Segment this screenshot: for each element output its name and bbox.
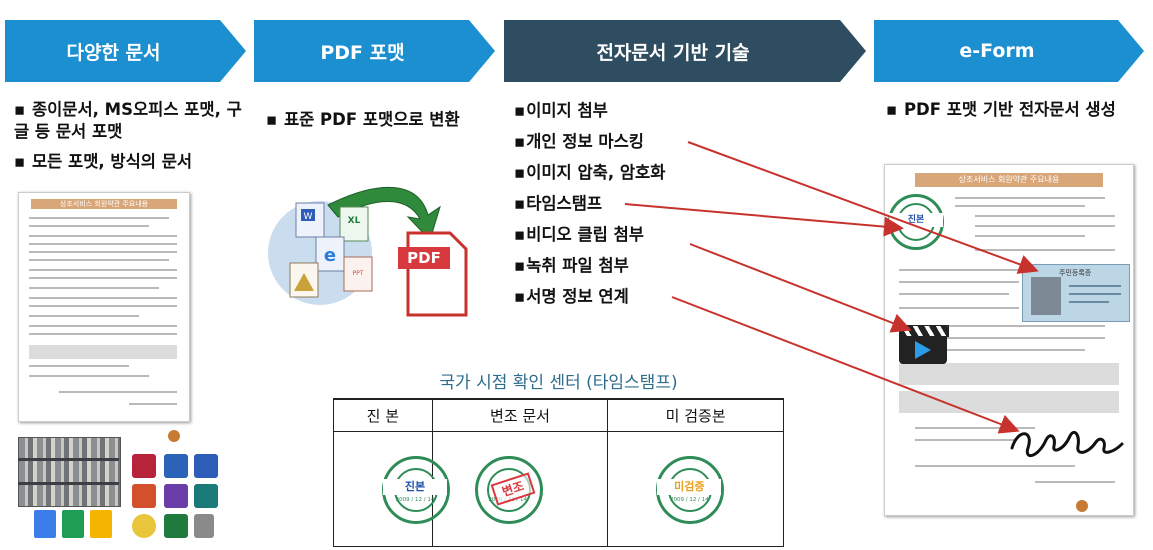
excel-icon <box>164 514 188 538</box>
arrow-signature-to-sign <box>671 296 1020 434</box>
seal-icon <box>168 430 180 442</box>
pdf-conversion-graphic: W XL e PPT PDF <box>268 186 468 317</box>
stamp-cell: 진본 2009 / 12 / 14 <box>333 430 450 547</box>
google-sheets-icon <box>62 510 84 538</box>
doc-title: 상조서비스 회원약관 주요내용 <box>31 199 177 209</box>
bullet-signature: 서명 정보 연계 <box>514 286 629 308</box>
header-original: 진 본 <box>333 398 433 432</box>
header-label: PDF 포맷 <box>320 41 405 64</box>
stamp-cell: 미검증 2009 / 12 / 14 <box>607 430 784 547</box>
svg-text:PPT: PPT <box>353 270 364 277</box>
header-label: 전자문서 기반 기술 <box>596 41 750 64</box>
bullet-all-formats: 모든 포맷, 방식의 문서 <box>14 151 249 173</box>
google-slides-icon <box>90 510 112 538</box>
signature-image <box>1010 430 1124 457</box>
paper-document-image: 상조서비스 회원약관 주요내용 <box>18 192 190 422</box>
play-icon <box>915 341 931 359</box>
svg-text:XL: XL <box>348 216 361 226</box>
svg-text:W: W <box>304 212 313 222</box>
header-eform: e-Form <box>874 20 1144 82</box>
bullet-compress-encrypt: 이미지 압축, 암호화 <box>514 162 665 184</box>
arrow-timestamp-to-stamp <box>624 203 904 237</box>
seal-icon <box>1076 500 1088 512</box>
header-label: 다양한 문서 <box>66 41 161 64</box>
header-pdf-format: PDF 포맷 <box>254 20 495 82</box>
arrow-video-to-clip <box>689 243 912 333</box>
office-apps-icon-grid <box>130 452 220 544</box>
bullet-image-attach: 이미지 첨부 <box>514 100 608 122</box>
id-card-photo <box>1031 277 1061 315</box>
stamp-cell: 2009 / 12 / 14 변조 <box>431 430 609 547</box>
image-file-icon <box>289 262 319 298</box>
stamp-unverified: 미검증 2009 / 12 / 14 <box>656 455 725 524</box>
excel-file-icon <box>339 206 369 242</box>
id-card-image: 주민등록증 <box>1022 264 1130 322</box>
header-label: e-Form <box>959 40 1035 62</box>
header-forged: 변조 문서 <box>431 398 609 432</box>
outlook-icon <box>164 454 188 478</box>
id-card-title: 주민등록증 <box>1059 269 1092 277</box>
bullet-video-clip: 비디오 클립 첨부 <box>514 224 644 246</box>
access-icon <box>132 454 156 478</box>
bullet-timestamp: 타임스탬프 <box>514 193 602 215</box>
bullet-audio-file: 녹취 파일 첨부 <box>514 255 629 277</box>
powerpoint-icon <box>132 484 156 508</box>
header-various-documents: 다양한 문서 <box>5 20 246 82</box>
ie-file-icon <box>315 236 345 272</box>
timestamp-table: 진 본 변조 문서 미 검증본 진본 2009 / 12 / 14 2009 /… <box>333 398 784 547</box>
svg-text:PDF: PDF <box>407 249 441 267</box>
infopath-icon <box>164 484 188 508</box>
bullet-privacy-mask: 개인 정보 마스킹 <box>514 131 644 153</box>
doc-title: 상조서비스 회원약관 주요내용 <box>915 173 1103 187</box>
publisher-icon <box>194 484 218 508</box>
archive-shelves-photo <box>18 437 121 507</box>
timestamp-center-title: 국가 시점 확인 센터 (타임스탬프) <box>439 373 678 393</box>
bullet-eform-create: PDF 포맷 기반 전자문서 생성 <box>886 99 1136 121</box>
arrow-privacy-to-idcard <box>687 141 1039 274</box>
visio-icon <box>194 514 214 538</box>
header-unverified: 미 검증본 <box>607 398 784 432</box>
onenote-icon <box>132 514 156 538</box>
svg-text:e: e <box>324 245 336 266</box>
header-edoc-tech: 전자문서 기반 기술 <box>504 20 866 82</box>
bullet-doc-formats: 종이문서, MS오피스 포맷, 구글 등 문서 포맷 <box>14 99 249 143</box>
bullet-pdf-convert: 표준 PDF 포맷으로 변환 <box>266 109 496 131</box>
word-icon <box>194 454 218 478</box>
google-docs-icon <box>34 510 56 538</box>
ppt-file-icon <box>343 256 373 292</box>
